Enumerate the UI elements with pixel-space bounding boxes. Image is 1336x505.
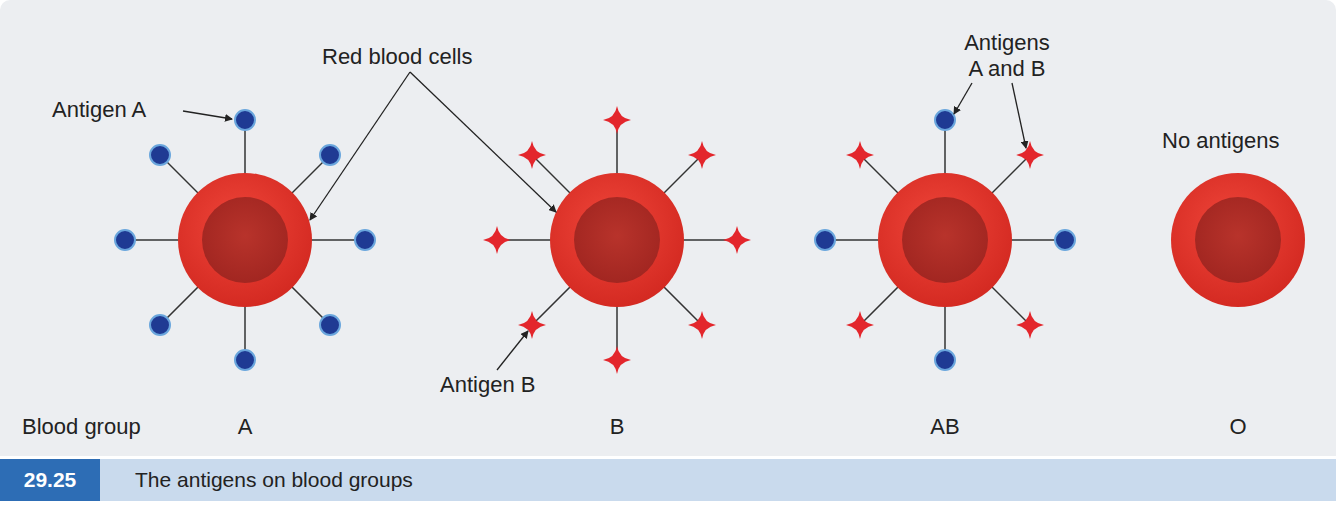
figure-number-badge: 29.25: [0, 459, 100, 501]
group-letter: A: [205, 414, 285, 440]
group-letter: O: [1198, 414, 1278, 440]
figure-caption: The antigens on blood groups: [135, 467, 413, 493]
leader-label: Antigens A and B: [955, 30, 1059, 82]
group-letter: B: [577, 414, 657, 440]
figure-number: 29.25: [24, 468, 77, 492]
leader-label: Red blood cells: [322, 44, 472, 70]
group-letter: AB: [905, 414, 985, 440]
leader-label: Antigen B: [440, 372, 535, 398]
annotation-label: No antigens: [1162, 128, 1279, 154]
row-heading: Blood group: [22, 414, 141, 440]
leader-label: Antigen A: [52, 97, 146, 123]
